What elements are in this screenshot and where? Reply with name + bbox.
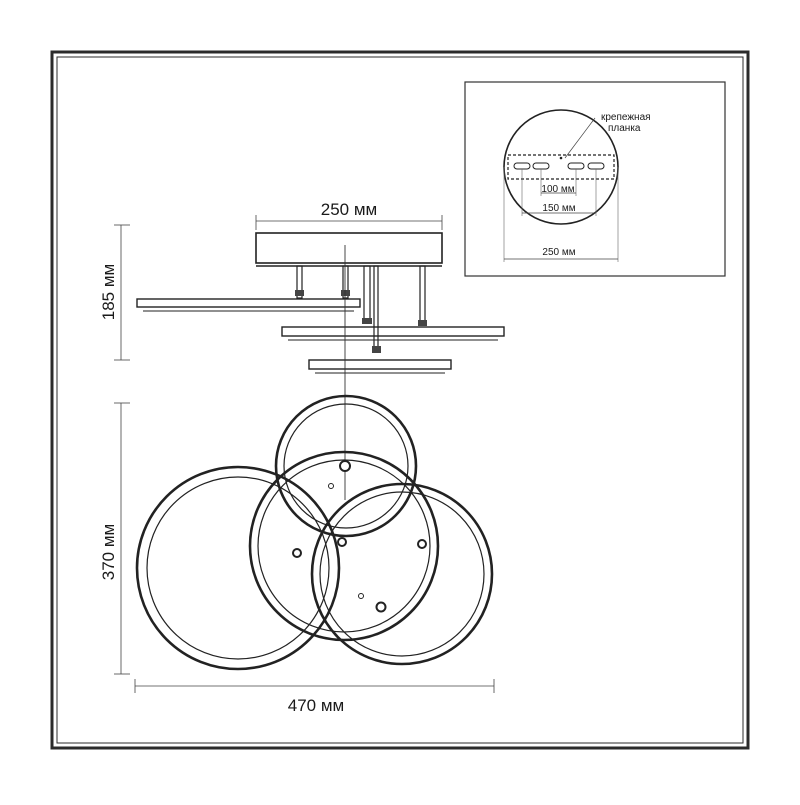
page-frame [50,50,750,750]
dim-width-top: 250 мм [255,200,443,230]
front-ring-small-top [274,394,418,538]
dim-width-front-label: 470 мм [288,696,344,715]
inset-plate-label-line1: крепежная [601,112,651,123]
inset-plate [507,154,615,180]
dim-height-front: 370 мм [99,402,130,675]
front-view [135,394,494,671]
mounting-plate-inset: крепежная планка 100 мм 150 мм 250 мм [464,81,726,277]
dim-width-front: 470 мм [134,679,495,715]
mounting-points [292,460,427,613]
side-ring-left [136,298,361,308]
canopy-body [255,232,443,264]
dim-height-side: 185 мм [99,224,130,361]
side-ring-bottom [308,359,452,370]
inset-slots [513,162,605,170]
inset-dim-100: 100 мм [541,184,574,195]
side-ring-right [281,326,505,337]
side-view [136,232,505,500]
inset-plate-label-line2: планка [608,123,641,134]
rod-connectors [295,290,427,353]
dim-height-side-label: 185 мм [99,264,118,320]
inset-dim-150: 150 мм [542,203,575,214]
dim-width-top-label: 250 мм [321,200,377,219]
front-ring-large-left [135,465,341,671]
inset-dim-250: 250 мм [542,247,575,258]
dim-height-front-label: 370 мм [99,524,118,580]
